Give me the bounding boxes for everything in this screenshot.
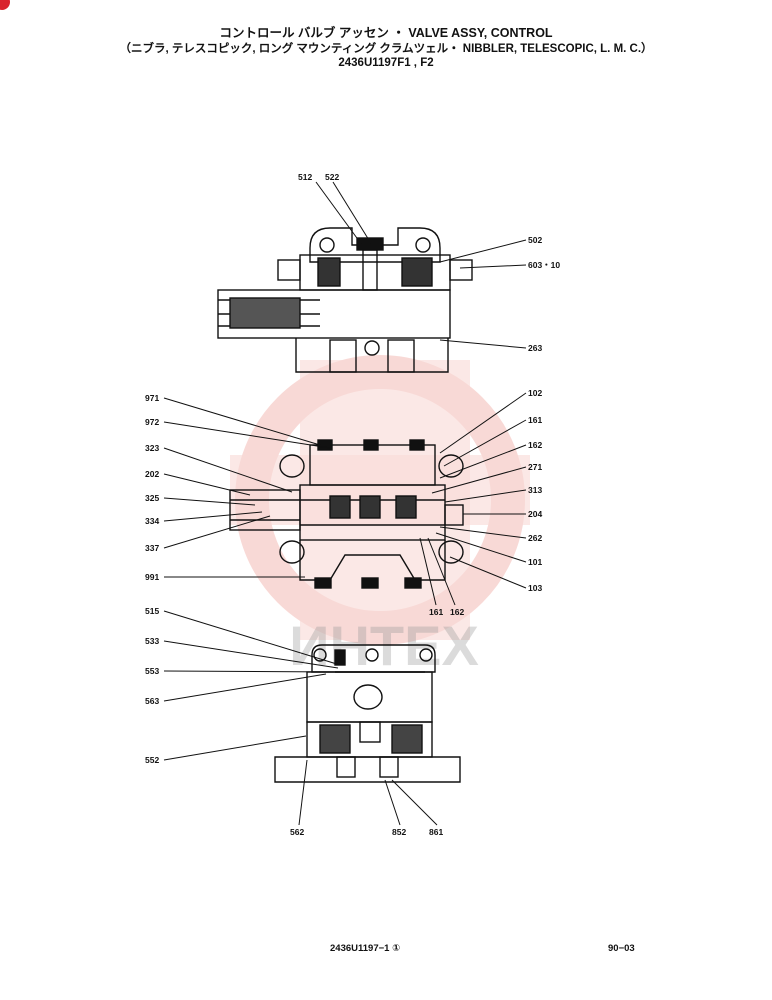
label-101: 101 xyxy=(528,557,542,567)
label-334: 334 xyxy=(145,516,159,526)
label-337: 337 xyxy=(145,543,159,553)
corner-mark xyxy=(0,0,10,10)
label-325: 325 xyxy=(145,493,159,503)
label-262: 262 xyxy=(528,533,542,543)
label-502: 502 xyxy=(528,235,542,245)
top-view xyxy=(217,227,473,373)
label-972: 972 xyxy=(145,417,159,427)
part-number: 2436U1197F1 , F2 xyxy=(338,57,434,69)
page-number: 90−03 xyxy=(608,943,635,954)
label-852: 852 xyxy=(392,827,406,837)
label-971: 971 xyxy=(145,393,159,403)
label-313: 313 xyxy=(528,485,542,495)
label-204: 204 xyxy=(528,509,542,519)
label-162-lower: 162 xyxy=(450,607,464,617)
label-552: 552 xyxy=(145,755,159,765)
label-515: 515 xyxy=(145,606,159,616)
document-reference: 2436U1197−1 ① xyxy=(330,943,401,954)
label-161-lower: 161 xyxy=(429,607,443,617)
label-861: 861 xyxy=(429,827,443,837)
label-562: 562 xyxy=(290,827,304,837)
label-103: 103 xyxy=(528,583,542,593)
label-162: 162 xyxy=(528,440,542,450)
label-512: 512 xyxy=(298,172,312,182)
title-line-2: （ニブラ, テレスコピック, ロング マウンティング クラムツェル・ NIBBL… xyxy=(119,43,653,55)
bottom-view xyxy=(274,644,461,783)
leader-lines xyxy=(163,181,527,826)
label-102: 102 xyxy=(528,388,542,398)
title-line-1: コントロール バルブ アッセン ・ VALVE ASSY, CONTROL xyxy=(219,26,553,40)
label-563: 563 xyxy=(145,696,159,706)
label-522: 522 xyxy=(325,172,339,182)
label-553: 553 xyxy=(145,666,159,676)
label-271: 271 xyxy=(528,462,542,472)
label-263: 263 xyxy=(528,343,542,353)
label-991: 991 xyxy=(145,572,159,582)
label-202: 202 xyxy=(145,469,159,479)
label-161: 161 xyxy=(528,415,542,425)
part-labels: 512 522 502 603・10 263 971 972 323 202 3… xyxy=(145,172,560,837)
label-323: 323 xyxy=(145,443,159,453)
middle-view xyxy=(229,439,464,589)
label-603-10: 603・10 xyxy=(528,260,560,270)
label-533: 533 xyxy=(145,636,159,646)
